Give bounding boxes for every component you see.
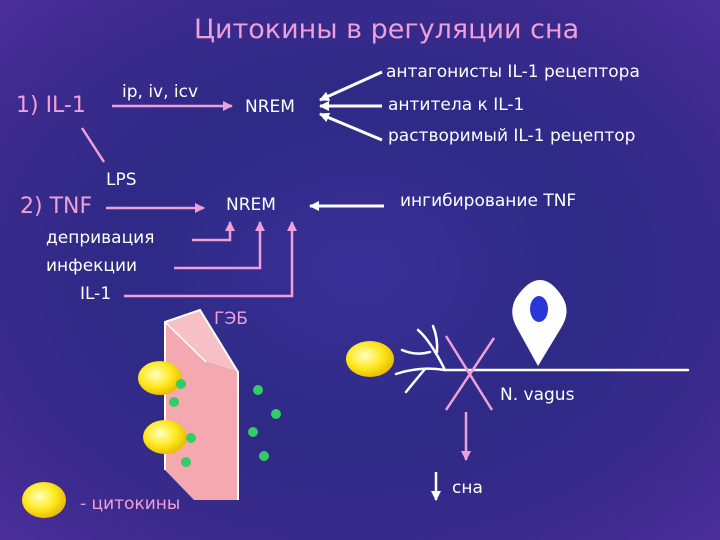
vagotomy-cross [444,337,496,411]
tnf-inhibitor: ингибирование TNF [400,191,577,211]
lps-label: LPS [106,170,137,190]
sleep-label: сна [452,478,483,498]
tnf-nrem: NREM [226,195,276,215]
legend-label: - цитокины [80,494,181,514]
molecule-dot [253,385,263,395]
inhibitor-arrow-3 [319,112,383,142]
il1-stimulus-path [124,221,297,298]
molecule-dot [176,379,186,389]
page-title: Цитокины в регуляции сна [194,14,580,45]
neuron-nucleus [530,296,548,322]
legend-cytokine-ball [22,482,66,518]
stimulus-il1: IL-1 [80,284,112,304]
inhibitor-item-1: антагонисты IL-1 рецептора [386,62,640,82]
molecule-dot [259,451,269,461]
cytokine-ball-1 [138,361,182,395]
molecule-dot [271,409,281,419]
inhibitor-item-2: антитела к IL-1 [388,95,525,115]
stimulus-deprivation: депривация [46,228,155,248]
molecule-dot [181,457,191,467]
bbb-barrier-front [165,322,238,500]
il1-nrem: NREM [245,97,295,117]
il1-routes: ip, iv, icv [122,82,199,102]
inhibitor-item-3: растворимый IL-1 рецептор [388,126,636,146]
tnf-label: 2) TNF [20,194,93,219]
lps-connector [80,127,106,163]
cytokine-ball-2 [143,420,187,454]
bbb-barrier-side [165,310,238,372]
nerve-endings [394,324,690,394]
deprivation-path [192,221,235,242]
il1-label: 1) IL-1 [16,93,86,118]
vagus-cytokine-ball [346,341,394,377]
neuron-body [512,280,567,366]
molecule-dot [248,427,258,437]
vagotomy-cross [444,335,494,411]
bbb-edge [164,321,207,363]
molecule-dot [186,433,196,443]
inhibitor-arrow-1 [319,70,383,102]
molecule-dot [169,397,179,407]
stimulus-infections: инфекции [46,256,138,276]
bbb-label: ГЭБ [214,309,248,329]
infection-path [174,221,265,270]
vagus-label: N. vagus [500,385,575,405]
